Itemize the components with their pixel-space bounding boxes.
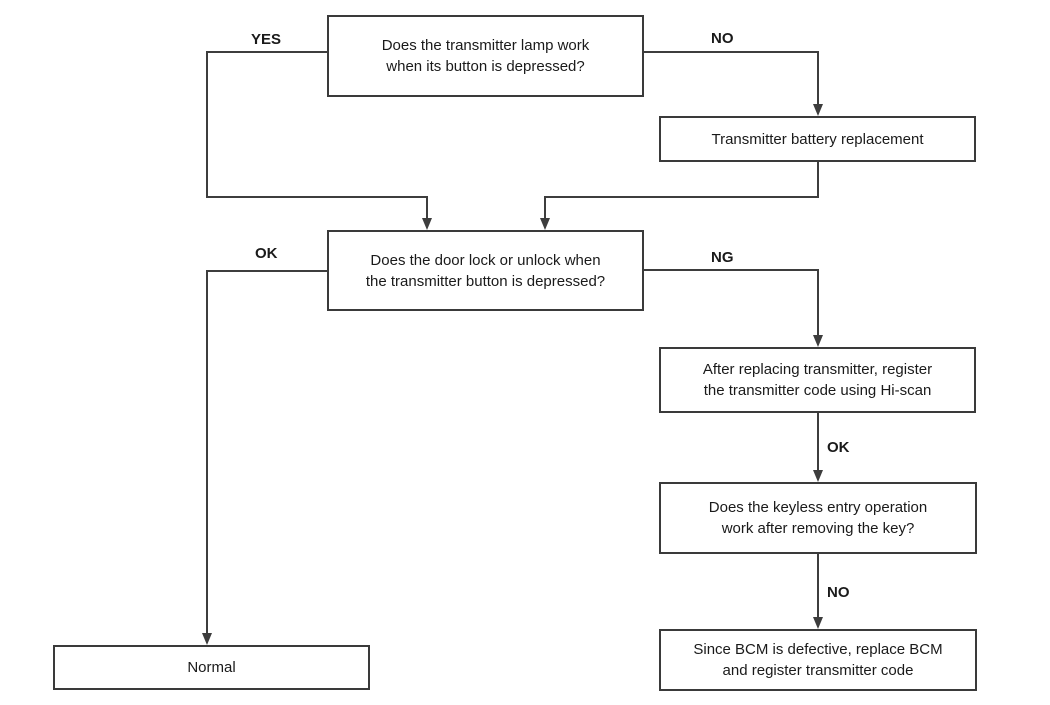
edge-ng-segment (644, 269, 818, 271)
node-text-line: the transmitter code using Hi-scan (703, 382, 932, 399)
arrowhead-down-icon (540, 218, 550, 230)
edge-label-ok: OK (827, 439, 850, 456)
node-text-line: After replacing transmitter, register (702, 361, 933, 378)
edge-ng-segment (817, 269, 819, 336)
edge-ok-segment (206, 270, 208, 634)
arrowhead-down-icon (202, 633, 212, 645)
edge-ok-right-segment (817, 413, 819, 471)
arrowhead-down-icon (813, 470, 823, 482)
edge-label-ng: NG (711, 249, 734, 266)
edge-no-segment (817, 51, 819, 105)
node-text-line: Transmitter battery replacement (711, 130, 924, 148)
node-text-line: and register transmitter code (722, 662, 914, 679)
edge-no-right-segment (817, 554, 819, 618)
edge-label-no: NO (827, 584, 850, 601)
node-normal-result: Normal (53, 645, 370, 690)
edge-yes-segment (206, 51, 328, 53)
node-text-line: when its button is depressed? (386, 58, 585, 75)
node-text-line: Does the keyless entry operation (708, 499, 928, 516)
edge-label-no: NO (711, 30, 734, 47)
edge-yes-segment (426, 196, 428, 220)
node-text-line: Does the transmitter lamp work (381, 37, 590, 54)
node-replace-bcm: Since BCM is defective, replace BCM and … (659, 629, 977, 691)
node-text-line: Since BCM is defective, replace BCM (693, 641, 943, 658)
node-text-line: work after removing the key? (721, 520, 915, 537)
edge-yes-segment (206, 196, 427, 198)
arrowhead-down-icon (813, 104, 823, 116)
edge-yes-segment (206, 51, 208, 198)
arrowhead-down-icon (813, 335, 823, 347)
edge-battery-segment (817, 162, 819, 198)
edge-battery-segment (544, 196, 546, 220)
edge-battery-segment (544, 196, 819, 198)
node-keyless-entry-question: Does the keyless entry operation work af… (659, 482, 977, 554)
node-register-transmitter-code: After replacing transmitter, register th… (659, 347, 976, 413)
arrowhead-down-icon (422, 218, 432, 230)
node-text-line: Normal (187, 659, 236, 676)
arrowhead-down-icon (813, 617, 823, 629)
edge-label-ok: OK (255, 245, 278, 262)
edge-label-yes: YES (251, 31, 282, 48)
node-text-line: Does the door lock or unlock when (370, 251, 601, 269)
edge-no-segment (644, 51, 818, 53)
node-door-lock-question: Does the door lock or unlock when the tr… (327, 230, 644, 311)
node-transmitter-lamp-question: Does the transmitter lamp work when its … (327, 15, 644, 97)
edge-ok-segment (206, 270, 328, 272)
node-text-line: the transmitter button is depressed? (365, 272, 606, 290)
node-battery-replacement: Transmitter battery replacement (659, 116, 976, 162)
